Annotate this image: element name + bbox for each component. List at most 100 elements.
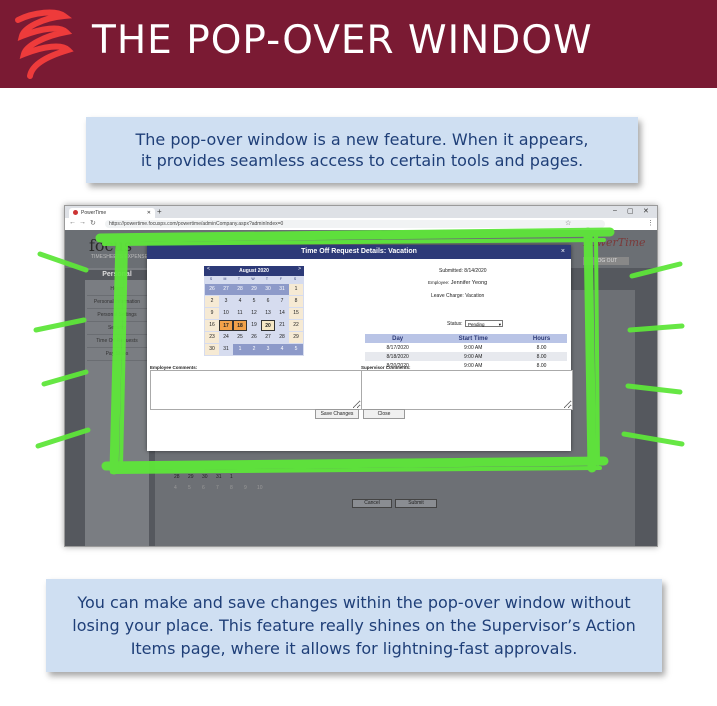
calendar-day[interactable]: 7 xyxy=(280,298,284,304)
calendar-day[interactable]: 2 xyxy=(247,344,261,355)
browser-menu-icon[interactable]: ⋮ xyxy=(647,220,654,227)
calendar-day[interactable]: 27 xyxy=(219,284,233,295)
browser-tab-bar: PowerTime ✕ + – ▢ ✕ xyxy=(65,206,657,218)
reload-icon[interactable]: ↻ xyxy=(90,220,96,227)
calendar-day[interactable]: 25 xyxy=(237,334,243,340)
calendar-next-button[interactable]: > xyxy=(298,266,301,272)
calendar-day[interactable]: 15 xyxy=(289,308,303,319)
calendar-day[interactable]: 12 xyxy=(251,310,257,316)
bg-calendar-day: 6 xyxy=(202,485,205,491)
intro-line-1: The pop-over window is a new feature. Wh… xyxy=(135,130,589,149)
calendar-day[interactable]: 5 xyxy=(289,344,303,355)
outro-line-3: Items page, where it allows for lightnin… xyxy=(130,639,578,658)
bg-calendar-day: 5 xyxy=(188,485,191,491)
submitted-label: Submitted: xyxy=(439,268,463,274)
calendar-day[interactable]: 26 xyxy=(251,334,257,340)
calendar-day[interactable]: 5 xyxy=(252,298,256,304)
calendar-day[interactable]: 30 xyxy=(205,344,219,355)
calendar-day[interactable]: 2 xyxy=(205,296,219,307)
outro-callout: You can make and save changes within the… xyxy=(46,579,662,672)
leave-charge-label: Leave Charge: xyxy=(431,293,464,299)
request-days-table: Day Start Time Hours 8/17/2020 9:00 AM 8… xyxy=(365,334,567,370)
bg-calendar-day: 1 xyxy=(230,474,233,480)
bg-calendar-day: 9 xyxy=(244,485,247,491)
calendar-day[interactable]: 23 xyxy=(205,332,219,343)
url-field[interactable]: https://powertime.focusps.com/powertime/… xyxy=(105,220,605,228)
calendar-day[interactable]: 20 xyxy=(261,320,275,331)
status-select[interactable]: Pending▾ xyxy=(465,320,503,327)
calendar-day[interactable]: 30 xyxy=(261,284,275,295)
calendar-day[interactable]: 17 xyxy=(219,320,233,331)
title-banner: THE POP-OVER WINDOW xyxy=(0,0,717,88)
table-row: 8/20/2020 9:00 AM 8.00 xyxy=(365,361,567,370)
calendar-day[interactable]: 8 xyxy=(289,296,303,307)
calendar-day[interactable]: 18 xyxy=(233,320,247,331)
bg-calendar-day: 10 xyxy=(257,485,263,491)
calendar-day[interactable]: 14 xyxy=(279,310,285,316)
calendar-weekday-label: M xyxy=(223,277,227,281)
calendar-day[interactable]: 10 xyxy=(223,310,229,316)
bg-calendar-day: 29 xyxy=(188,474,194,480)
calendar-day[interactable]: 3 xyxy=(261,344,275,355)
calendar-weekday-label: T xyxy=(237,277,241,281)
modal-close-icon[interactable]: × xyxy=(560,248,565,255)
table-cell-start-time: 9:00 AM xyxy=(430,352,517,361)
supervisor-comments-field[interactable] xyxy=(361,370,573,410)
employee-comments-field[interactable] xyxy=(150,370,362,410)
bg-cancel-button[interactable]: Cancel xyxy=(352,499,392,508)
calendar-day[interactable]: 11 xyxy=(237,310,243,316)
leave-charge-value: Vacation xyxy=(465,293,485,299)
intro-line-2: it provides seamless access to certain t… xyxy=(140,151,584,170)
calendar-prev-button[interactable]: < xyxy=(207,266,210,272)
maximize-button[interactable]: ▢ xyxy=(627,208,634,215)
calendar-day[interactable]: 16 xyxy=(205,320,219,331)
calendar-day[interactable]: 19 xyxy=(251,322,257,328)
table-header-start-time: Start Time xyxy=(430,334,517,343)
tab-close-icon[interactable]: ✕ xyxy=(146,210,151,216)
bg-calendar-day: 28 xyxy=(174,474,180,480)
bookmark-star-icon[interactable]: ☆ xyxy=(565,220,572,227)
logout-button[interactable]: LOG OUT xyxy=(583,257,629,265)
table-cell-start-time: 9:00 AM xyxy=(464,362,483,369)
page-title: THE POP-OVER WINDOW xyxy=(92,18,593,63)
forward-icon[interactable]: → xyxy=(79,219,86,226)
new-tab-button[interactable]: + xyxy=(157,207,162,216)
table-cell-day: 8/17/2020 xyxy=(386,344,409,351)
calendar-day[interactable]: 28 xyxy=(279,334,285,340)
calendar-day[interactable]: 9 xyxy=(205,308,219,319)
calendar-day[interactable]: 28 xyxy=(233,284,247,295)
close-button[interactable]: Close xyxy=(363,409,405,419)
back-icon[interactable]: ← xyxy=(69,219,76,226)
minimize-button[interactable]: – xyxy=(613,207,617,214)
table-header-hours: Hours xyxy=(516,334,567,343)
employee-comments-label: Employee Comments: xyxy=(150,365,198,370)
status-label: Status: xyxy=(447,321,463,327)
calendar-day[interactable]: 22 xyxy=(289,320,303,331)
window-close-button[interactable]: ✕ xyxy=(643,208,649,215)
calendar-day[interactable]: 4 xyxy=(238,298,242,304)
calendar-day[interactable]: 26 xyxy=(205,284,219,295)
calendar-day[interactable]: 13 xyxy=(265,310,271,316)
calendar-day[interactable]: 4 xyxy=(275,344,289,355)
calendar-day[interactable]: 24 xyxy=(223,334,229,340)
calendar-day[interactable]: 27 xyxy=(265,334,271,340)
browser-tab-title: PowerTime xyxy=(81,210,107,216)
save-changes-button[interactable]: Save Changes xyxy=(315,409,359,419)
bg-calendar-day: 31 xyxy=(216,474,222,480)
calendar-day[interactable]: 3 xyxy=(224,298,228,304)
outro-line-1: You can make and save changes within the… xyxy=(77,593,631,612)
calendar-day[interactable]: 6 xyxy=(266,298,270,304)
table-cell-hours: 8.00 xyxy=(536,362,547,369)
submitted-value: 8/14/2020 xyxy=(464,268,487,274)
calendar-day[interactable]: 1 xyxy=(233,344,247,355)
browser-tab[interactable]: PowerTime ✕ xyxy=(69,208,155,218)
calendar-day[interactable]: 31 xyxy=(223,346,229,352)
calendar-day[interactable]: 29 xyxy=(289,332,303,343)
calendar-day[interactable]: 29 xyxy=(247,284,261,295)
calendar-weekday-label: T xyxy=(265,277,269,281)
calendar-day[interactable]: 21 xyxy=(279,322,285,328)
calendar-day[interactable]: 1 xyxy=(289,284,303,295)
calendar-day[interactable]: 31 xyxy=(275,284,289,295)
bg-submit-button[interactable]: Submit xyxy=(395,499,437,508)
modal-title: Time Off Request Details: Vacation xyxy=(147,245,571,259)
